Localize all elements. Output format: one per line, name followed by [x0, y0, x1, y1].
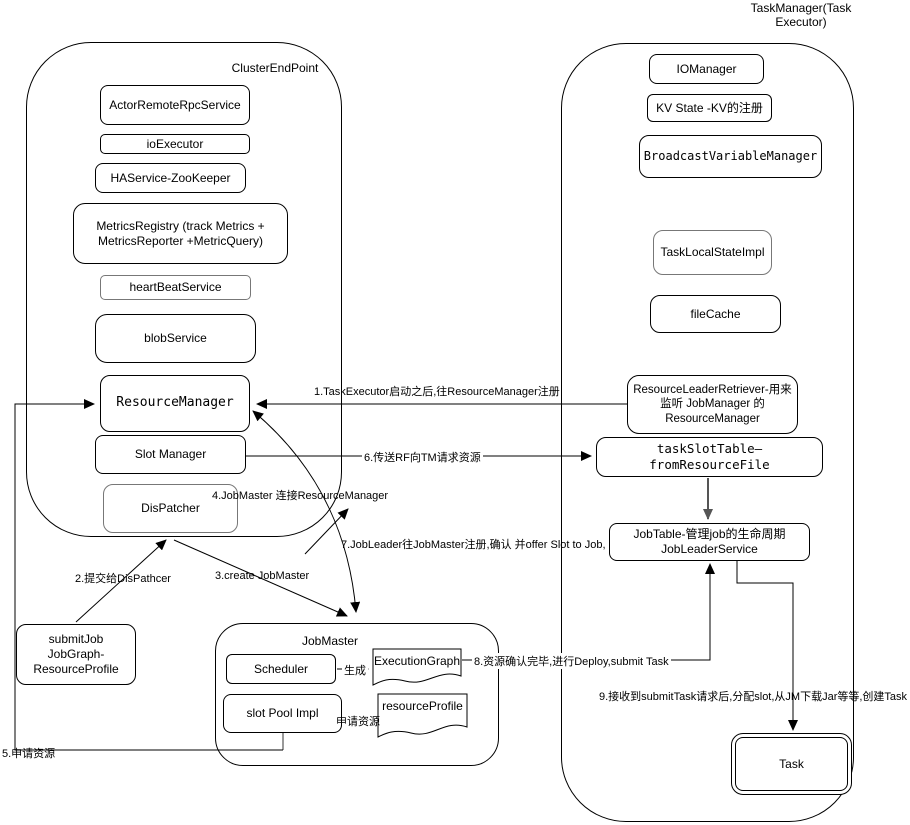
node-heart-beat-service: heartBeatService	[100, 275, 251, 300]
node-slot-pool-impl: slot Pool Impl	[223, 694, 342, 733]
node-job-table: JobTable-管理job的生命周期 JobLeaderService	[609, 523, 810, 561]
node-task-slot-table: taskSlotTable—fromResourceFile	[596, 437, 823, 477]
node-task-inner: Task	[735, 737, 848, 791]
resource-profile-label: resourceProfile	[382, 699, 463, 713]
node-kv-state: KV State -KV的注册	[647, 94, 772, 122]
job-master-title: JobMaster	[301, 634, 359, 648]
node-io-manager: IOManager	[649, 54, 764, 84]
node-broadcast-variable-manager: BroadcastVariableManager	[639, 135, 822, 178]
execution-graph-label: ExecutionGraph	[373, 654, 461, 668]
edge-label-apply-resource: 申请资源	[336, 716, 380, 728]
node-task-local-state-impl: TaskLocalStateImpl	[653, 230, 772, 275]
node-blob-service: blobService	[95, 314, 256, 363]
cluster-endpoint-title: ClusterEndPoint	[231, 61, 319, 75]
edge-label-9: 9.接收到submitTask请求后,分配slot,从JM下载Jar等等,创建T…	[599, 691, 908, 703]
edge-label-1: 1.TaskExecutor启动之后,往ResourceManager注册	[314, 386, 560, 398]
document-shape	[372, 648, 462, 686]
edge-label-8: 8.资源确认完毕,进行Deploy,submit Task	[472, 653, 671, 669]
node-file-cache: fileCache	[650, 295, 781, 333]
node-actor-remote-rpc-service: ActorRemoteRpcService	[100, 85, 250, 125]
node-resource-leader-retriever: ResourceLeaderRetriever-用来 监听 JobManager…	[627, 375, 798, 434]
edge-label-7: 7.JobLeader往JobMaster注册,确认 并offer Slot t…	[341, 539, 606, 551]
edge-label-3: 3.create JobMaster	[215, 570, 310, 582]
node-ha-service-zookeeper: HAService-ZooKeeper	[95, 163, 246, 193]
node-metrics-registry: MetricsRegistry (track Metrics + Metrics…	[73, 203, 288, 264]
task-manager-container	[561, 43, 854, 822]
task-manager-title: TaskManager(Task Executor)	[750, 1, 852, 29]
node-submit-job: submitJob JobGraph- ResourceProfile	[16, 624, 136, 685]
edge-label-generate: 生成	[342, 662, 368, 678]
node-io-executor: ioExecutor	[100, 134, 250, 154]
node-resource-manager: ResourceManager	[100, 375, 250, 432]
node-execution-graph: ExecutionGraph	[372, 648, 462, 688]
edge-label-4: 4.JobMaster 连接ResourceManager	[212, 490, 389, 502]
node-scheduler: Scheduler	[226, 654, 336, 684]
edge-label-2: 2.提交给DisPathcer	[75, 573, 171, 585]
node-resource-profile: resourceProfile	[377, 693, 468, 741]
node-slot-manager: Slot Manager	[95, 435, 246, 474]
document-shape	[377, 693, 468, 738]
node-task: Task	[731, 733, 852, 795]
edge-label-6: 6.传送RF向TM请求资源	[362, 449, 483, 465]
edge-label-5: 5.申请资源	[2, 748, 56, 760]
